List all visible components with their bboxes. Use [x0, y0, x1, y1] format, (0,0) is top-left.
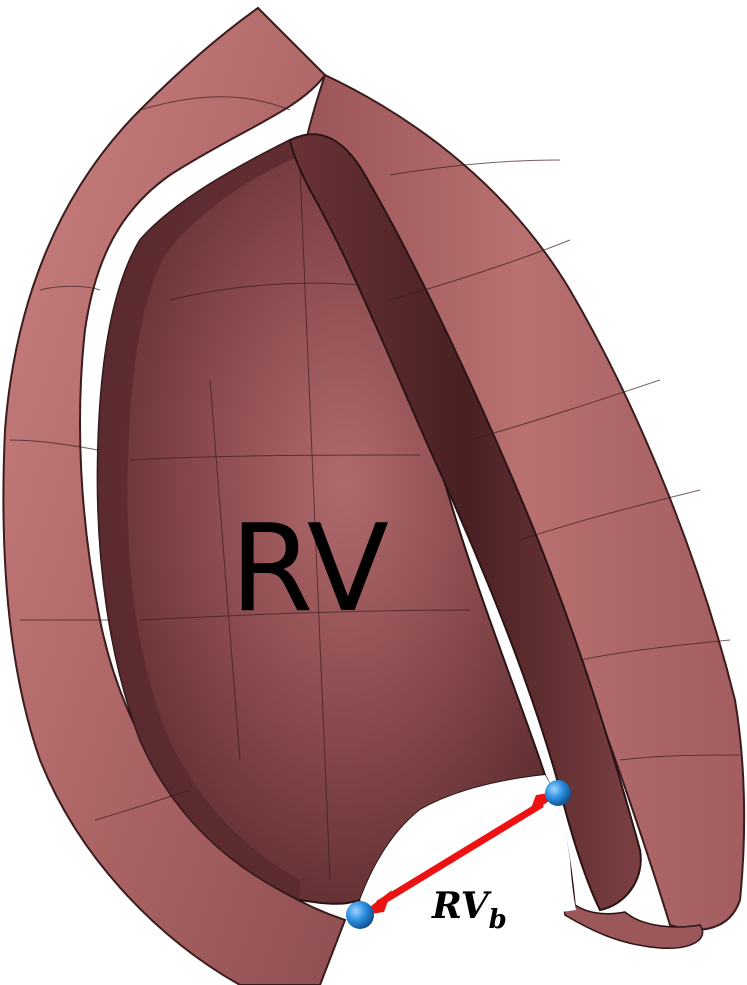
measurement-label-main: RV: [431, 885, 492, 927]
measurement-label-sub: b: [489, 905, 507, 935]
landmark-point-left: [346, 901, 374, 929]
landmark-point-right: [545, 780, 571, 806]
chamber-label: RV: [230, 500, 389, 639]
